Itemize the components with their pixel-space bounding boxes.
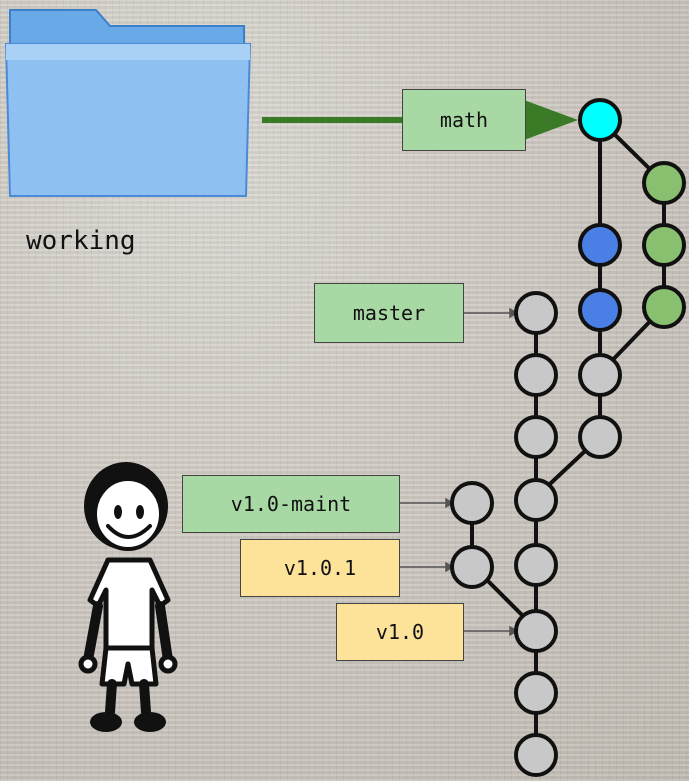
- math-commit: [578, 288, 622, 332]
- commit: [514, 478, 558, 522]
- branch-label-v1-0-maint[interactable]: v1.0-maint: [182, 475, 400, 533]
- head-commit: [578, 98, 622, 142]
- commit: [514, 671, 558, 715]
- commit: [514, 291, 558, 335]
- branch-label-math[interactable]: math: [402, 89, 526, 151]
- folder-icon: [4, 9, 252, 197]
- tag-label-v1-0[interactable]: v1.0: [336, 603, 464, 661]
- tag-label-v1-0-1[interactable]: v1.0.1: [240, 539, 400, 597]
- ref-arrows: [400, 307, 519, 637]
- commit: [578, 353, 622, 397]
- commit: [450, 545, 494, 589]
- commit: [514, 733, 558, 777]
- feature-commit: [642, 161, 686, 205]
- commit-nodes: [450, 98, 686, 777]
- commit: [514, 353, 558, 397]
- math-commit: [578, 223, 622, 267]
- commit: [514, 415, 558, 459]
- commit: [578, 415, 622, 459]
- folder-label: working: [26, 226, 136, 256]
- commit: [450, 481, 494, 525]
- branch-label-master[interactable]: master: [314, 283, 464, 343]
- commit: [514, 543, 558, 587]
- commit: [514, 609, 558, 653]
- commit-edges: [470, 118, 666, 755]
- feature-commit: [642, 223, 686, 267]
- feature-commit: [642, 285, 686, 329]
- stick-figure-icon: [78, 462, 178, 732]
- head-connector-arrow: [524, 100, 578, 140]
